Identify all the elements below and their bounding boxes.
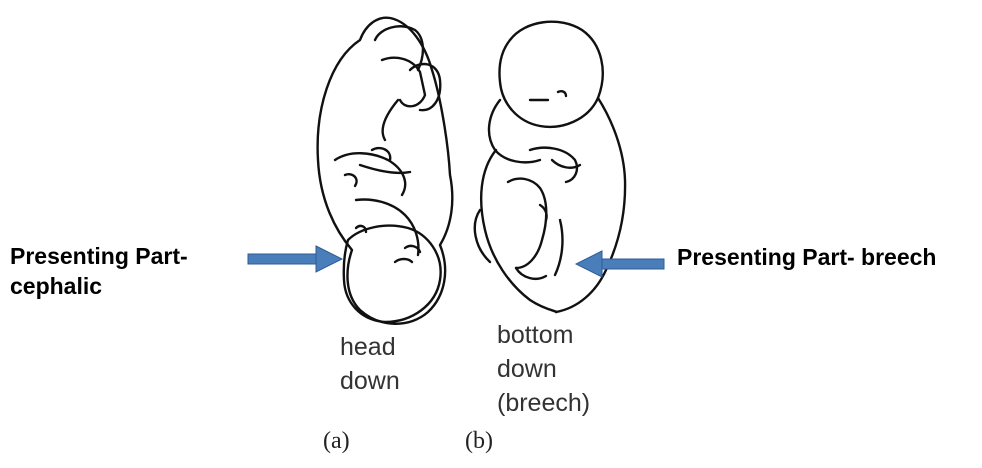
left-arrow-icon	[576, 251, 602, 277]
caption-head-down: head down	[340, 330, 430, 398]
caption-bottom-down-text: bottom down (breech)	[497, 321, 590, 417]
right-arrow	[576, 251, 664, 277]
left-arrow	[248, 246, 342, 272]
figure-letter-a: (a)	[323, 428, 350, 455]
presenting-part-cephalic-label: Presenting Part- cephalic	[10, 241, 188, 301]
caption-head-down-text: head down	[340, 333, 400, 395]
caption-bottom-down: bottom down (breech)	[497, 318, 617, 420]
right-arrow-icon	[316, 246, 342, 272]
fetus-head-down-illustration	[318, 18, 453, 324]
figure-letter-b: (b)	[465, 428, 493, 455]
presenting-part-breech-label: Presenting Part- breech	[677, 242, 936, 272]
